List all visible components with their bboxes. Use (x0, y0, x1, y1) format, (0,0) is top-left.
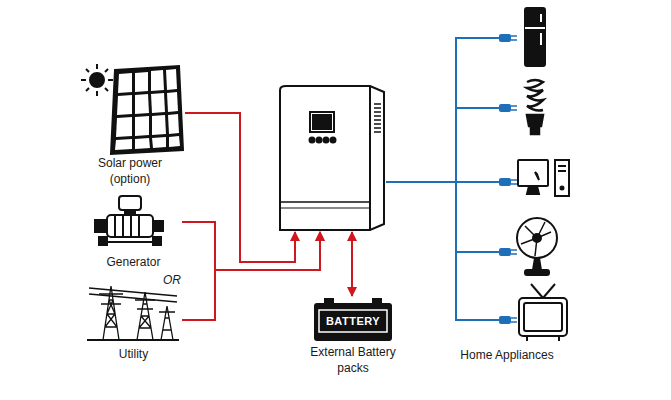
tv-icon (519, 284, 567, 341)
appliance-bus (456, 34, 517, 324)
inverter-unit (280, 86, 384, 230)
generator-source: Generator (85, 190, 182, 272)
source-label: Utility (85, 346, 182, 362)
power-connector (185, 113, 295, 262)
battery-text: BATTERY (319, 314, 387, 328)
solar-panel (111, 66, 183, 154)
battery-pack: BATTERY External Battery packs (310, 296, 396, 380)
utility-source: Utility (85, 282, 182, 366)
node-outline (455, 0, 575, 368)
power-connector (351, 232, 353, 296)
node-outline (278, 84, 386, 232)
source-label: Solar power (option) (85, 155, 175, 187)
source-label: Generator (85, 254, 182, 270)
generator-icon (95, 196, 163, 245)
solar-source: Solar power (option) (75, 58, 185, 189)
battery-icon (314, 298, 392, 341)
fridge-icon (525, 8, 545, 66)
free-label: OR (163, 272, 181, 288)
appliances-label: Home Appliances (455, 347, 559, 363)
utility-towers (87, 286, 179, 340)
appliance-group: Home Appliances (455, 0, 575, 368)
power-connector (386, 181, 455, 183)
bulb-icon (527, 80, 543, 134)
fan-icon (517, 218, 557, 275)
inverter-box (278, 84, 386, 232)
computer-icon (518, 160, 569, 196)
battery-label: External Battery packs (310, 344, 396, 376)
sun-icon (81, 64, 113, 96)
power-connector (182, 232, 320, 320)
